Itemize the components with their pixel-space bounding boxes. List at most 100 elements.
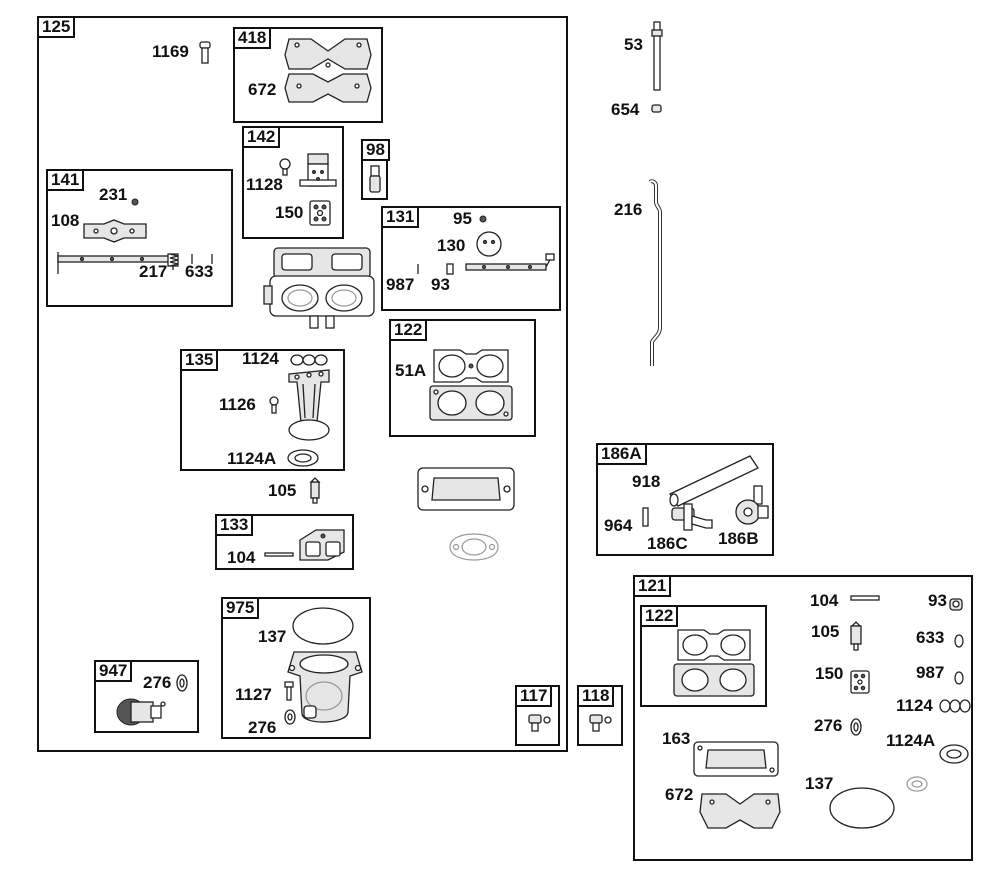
- gasket-418: [284, 38, 372, 70]
- valve-186B: [735, 485, 769, 525]
- part-label-104: 104: [227, 548, 256, 567]
- assembly-98-tag: 98: [361, 139, 390, 161]
- washer-r1124A: [939, 744, 969, 764]
- part-label-672: 672: [248, 80, 277, 99]
- part-label-93: 93: [431, 275, 450, 294]
- assembly-118-tag: 118: [577, 685, 615, 707]
- part-label-1127: 1127: [235, 685, 272, 704]
- r-part-label-93: 93: [928, 591, 947, 610]
- assembly-133-frame: 133: [215, 514, 354, 570]
- seal-633: [191, 254, 213, 264]
- nut-654: [651, 104, 662, 113]
- assembly-975-tag: 975: [221, 597, 260, 619]
- assembly-947-tag: 947: [94, 660, 133, 682]
- bushing-93: [446, 263, 454, 275]
- assembly-975-frame: 975: [221, 597, 371, 739]
- part-label-216: 216: [614, 200, 643, 219]
- assembly-947-frame: 947: [94, 660, 199, 733]
- r-part-label-104: 104: [810, 591, 839, 610]
- assembly-125-frame: 125: [37, 16, 568, 752]
- assembly-122-tag: 122: [389, 319, 428, 341]
- assembly-135-tag: 135: [180, 349, 219, 371]
- pin-964: [642, 507, 649, 527]
- r-part-label-672: 672: [665, 785, 694, 804]
- part-label-276: 276: [248, 718, 277, 737]
- pin-r104: [850, 595, 880, 601]
- assembly-186A-tag: 186A: [596, 443, 647, 465]
- part-label-150: 150: [275, 203, 304, 222]
- assembly-141-tag: 141: [46, 169, 85, 191]
- assembly-142-frame: 142: [242, 126, 344, 239]
- r-part-label-1124A: 1124A: [886, 731, 936, 750]
- stud-53: [651, 21, 663, 91]
- gasket-150: [309, 200, 331, 226]
- seal-987: [417, 264, 419, 274]
- gasket-r672: [699, 793, 781, 829]
- screw-1127: [284, 681, 294, 701]
- assembly-122b-frame: 122: [640, 605, 767, 707]
- jet-98: [369, 165, 381, 193]
- gasket-122b: [677, 629, 751, 661]
- seal-r633: [954, 634, 964, 648]
- bushing-r93: [949, 598, 963, 611]
- jet-118: [589, 714, 612, 732]
- assembly-118-frame: 118: [577, 685, 623, 746]
- spring-washer-r: [906, 776, 928, 792]
- r-part-label-105: 105: [811, 622, 840, 641]
- assembly-98-frame: 98: [361, 139, 390, 200]
- part-label-137: 137: [258, 627, 287, 646]
- pin-104: [264, 552, 294, 557]
- part-label-186B: 186B: [718, 529, 759, 548]
- part-label-95: 95: [453, 209, 472, 228]
- part-label-1124A: 1124A: [227, 449, 277, 468]
- r-part-label-1124: 1124: [896, 696, 933, 715]
- assembly-122b-tag: 122: [640, 605, 679, 627]
- solenoid-947: [116, 698, 166, 726]
- part-label-918: 918: [632, 472, 661, 491]
- gasket-r150: [850, 670, 870, 694]
- needle-r105: [850, 621, 862, 651]
- spacer-122b: [673, 663, 755, 697]
- gasket-672: [284, 73, 372, 103]
- part-label-217: 217: [139, 262, 168, 281]
- assembly-141-frame: 141: [46, 169, 233, 307]
- assembly-131-frame: 131: [381, 206, 561, 311]
- part-label-51A: 51A: [395, 361, 427, 380]
- washer-1124A: [287, 449, 319, 467]
- bowl-135: [288, 354, 330, 441]
- spacer-gasket-center: [417, 467, 515, 511]
- manifold-gasket-center: [449, 533, 499, 561]
- r-part-label-633: 633: [916, 628, 945, 647]
- assembly-131-tag: 131: [381, 206, 420, 228]
- assembly-135-frame: 135: [180, 349, 345, 471]
- washer-276: [284, 709, 296, 725]
- housing-975: [287, 651, 363, 723]
- part-label-130: 130: [437, 236, 466, 255]
- part-label-186C: 186C: [647, 534, 688, 553]
- assembly-121-tag: 121: [633, 575, 672, 597]
- needle-105: [309, 477, 321, 504]
- assembly-418-frame: 418: [233, 27, 383, 123]
- part-label-108: 108: [51, 211, 80, 230]
- float-133: [299, 529, 345, 561]
- part-label-987: 987: [386, 275, 415, 294]
- gasket-r163: [693, 741, 779, 777]
- plate-108: [83, 219, 147, 243]
- part-label-654: 654: [611, 100, 640, 119]
- part-label-1169: 1169: [152, 42, 189, 61]
- screw-1169: [199, 41, 211, 64]
- assembly-117-frame: 117: [515, 685, 560, 746]
- assembly-186A-frame: 186A: [596, 443, 774, 556]
- assembly-125-tag: 125: [37, 16, 76, 38]
- part-label-633: 633: [185, 262, 214, 281]
- part-label-105: 105: [268, 481, 297, 500]
- spacer-122: [429, 385, 513, 421]
- r-part-label-137: 137: [805, 774, 834, 793]
- screw-95: [479, 215, 487, 223]
- r-part-label-150: 150: [815, 664, 844, 683]
- washer-r276: [850, 718, 862, 736]
- hose-918: [669, 455, 759, 507]
- part-label-231: 231: [99, 185, 128, 204]
- jet-117: [528, 714, 551, 732]
- link-216: [648, 179, 662, 366]
